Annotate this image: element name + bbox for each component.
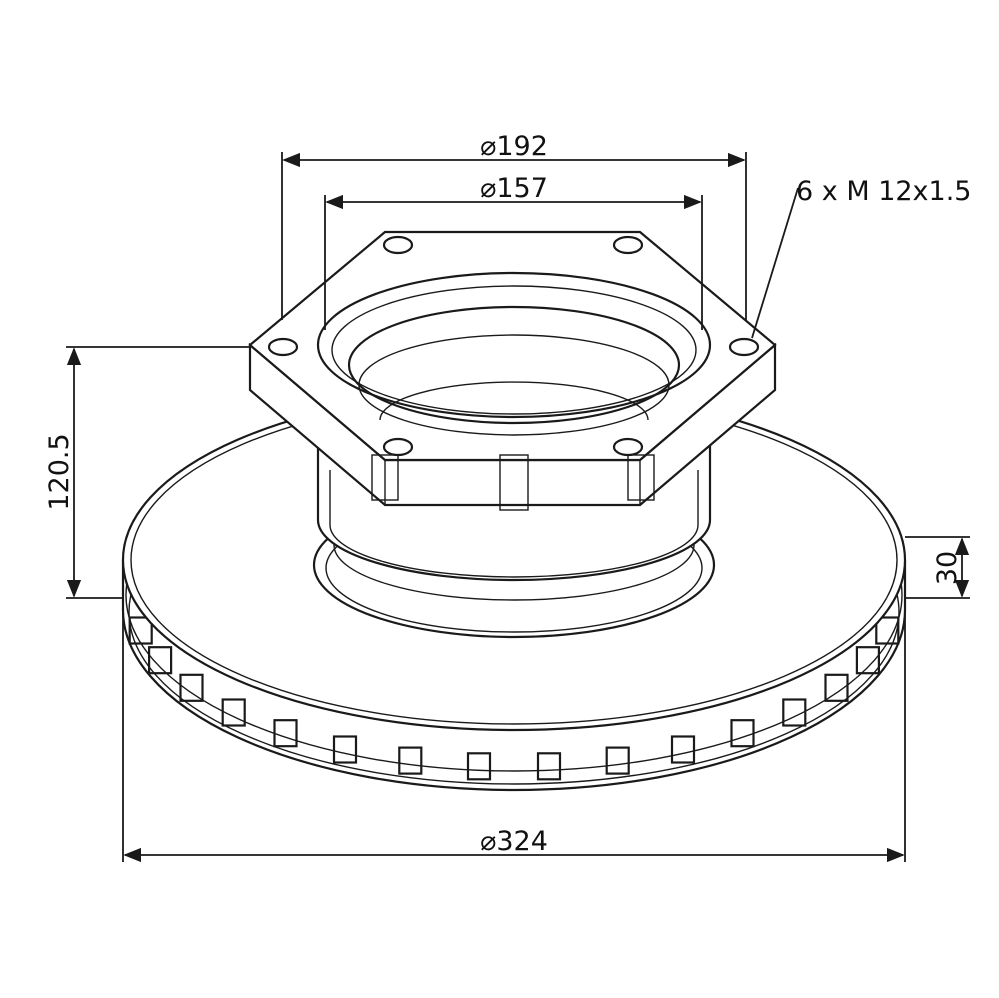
vent-slot xyxy=(855,646,881,675)
bolt-holes xyxy=(267,235,760,457)
flange-diameter-label: ⌀192 xyxy=(480,131,548,162)
vent-slot xyxy=(179,673,204,702)
vent-slot xyxy=(273,719,298,748)
vent-slot xyxy=(332,735,358,764)
bore-rings xyxy=(316,271,712,436)
vent-slot xyxy=(875,616,900,645)
vent-slot xyxy=(824,673,849,702)
height-label: 120.5 xyxy=(44,433,75,510)
bolt-hole xyxy=(382,235,414,255)
outer-diameter-label: ⌀324 xyxy=(480,826,548,857)
bolt-hole xyxy=(382,437,414,457)
thread-callout: 6 x M 12x1.5 xyxy=(751,176,971,339)
vent-slot xyxy=(730,719,755,748)
vent-slot xyxy=(221,698,246,727)
bolt-hole xyxy=(612,235,644,255)
vent-slot xyxy=(466,752,492,781)
vent-slot xyxy=(128,616,153,645)
bore-diameter-label: ⌀157 xyxy=(480,173,548,204)
dimension-outer-diameter: ⌀324 xyxy=(122,610,906,863)
bolt-hole xyxy=(267,337,299,357)
vent-slot xyxy=(536,752,562,781)
dimension-thickness: 30 xyxy=(905,536,970,599)
dimension-bore-diameter: ⌀157 xyxy=(324,173,703,330)
vent-slots xyxy=(128,616,900,781)
vent-slot xyxy=(782,698,807,727)
vent-slot xyxy=(148,646,173,675)
thickness-label: 30 xyxy=(932,551,963,585)
dimension-height: 120.5 xyxy=(44,346,250,599)
vent-slot xyxy=(670,735,696,764)
vent-slot xyxy=(605,746,630,775)
bolt-hole xyxy=(612,437,644,457)
vent-slot xyxy=(398,746,423,775)
bolt-hole xyxy=(728,337,760,357)
hub-flange xyxy=(248,230,777,511)
thread-callout-label: 6 x M 12x1.5 xyxy=(796,176,971,207)
dimension-flange-diameter: ⌀192 xyxy=(281,131,747,320)
